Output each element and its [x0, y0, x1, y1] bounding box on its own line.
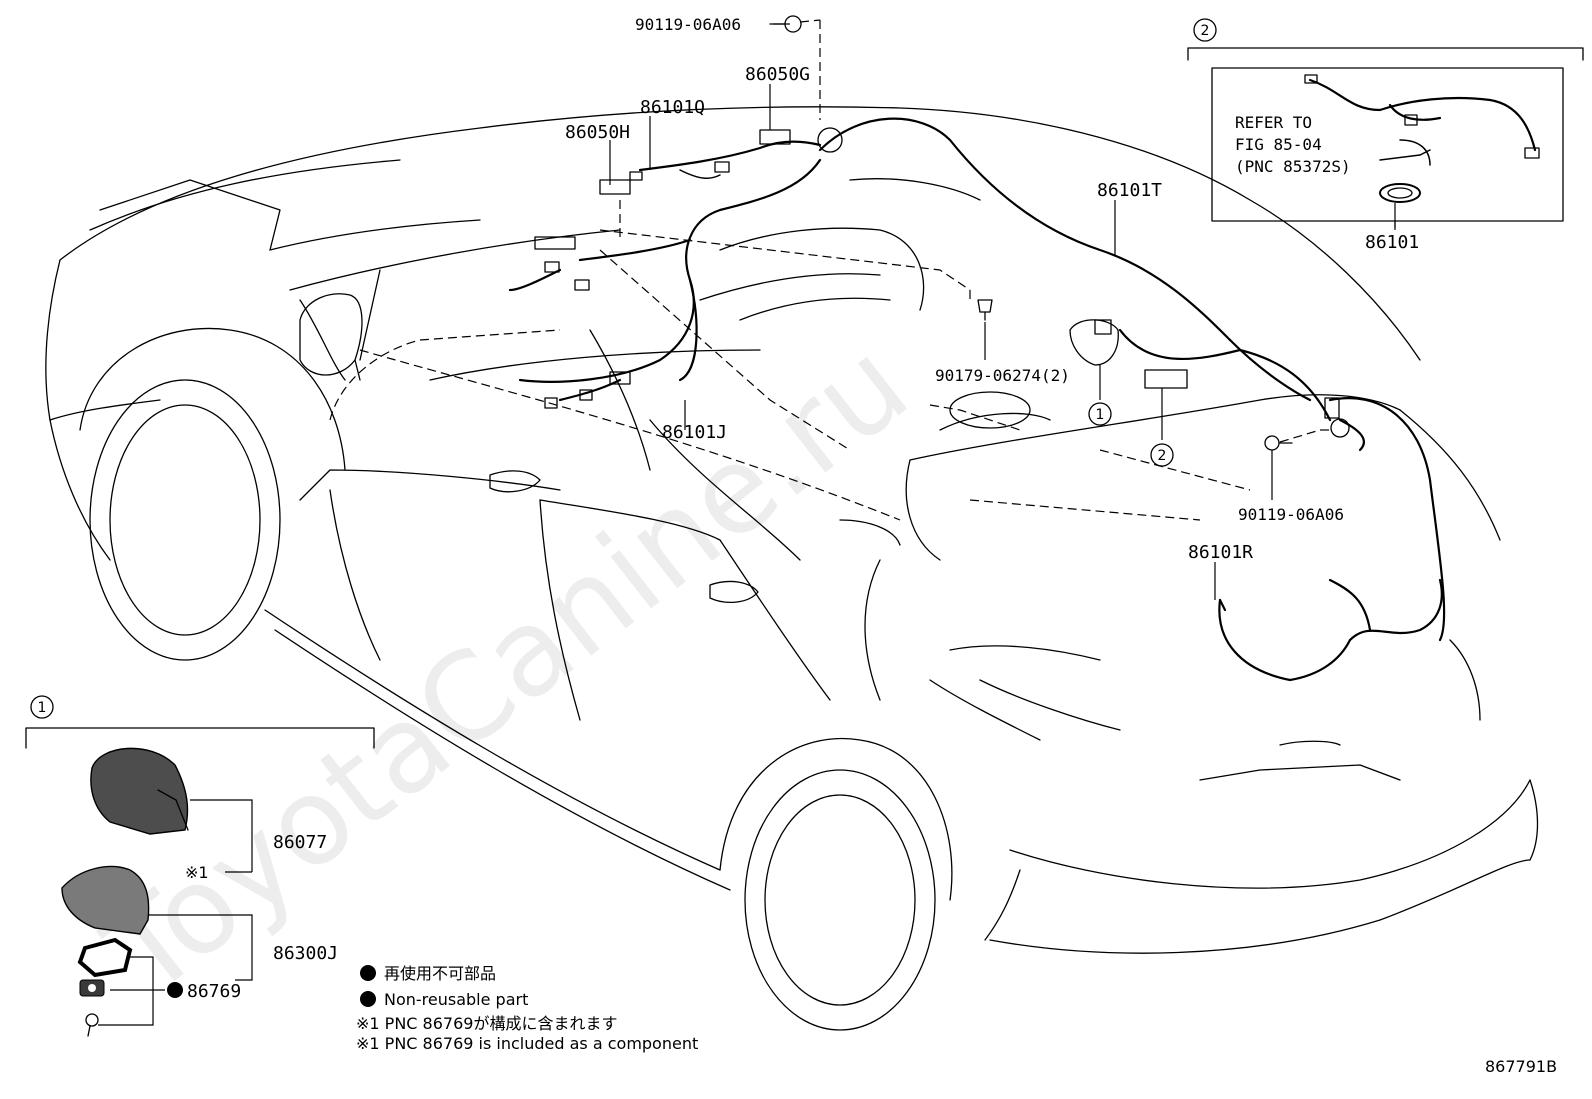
antenna-base-icon — [61, 865, 150, 935]
refer-line-3: (PNC 85372S) — [1235, 157, 1351, 176]
legend-en-nonreusable: Non-reusable part — [384, 990, 528, 1009]
legend-dot-icon-2 — [360, 991, 376, 1007]
svg-text:1: 1 — [1096, 407, 1105, 423]
non-reusable-dot-icon — [167, 982, 183, 998]
label-86101R: 86101R — [1188, 542, 1253, 563]
legend-dot-icon — [360, 965, 376, 981]
svg-text:2: 2 — [1158, 448, 1167, 464]
refer-line-1: REFER TO — [1235, 113, 1312, 132]
refer-line-2: FIG 85-04 — [1235, 135, 1322, 154]
svg-text:2: 2 — [1201, 23, 1210, 39]
note1-mark: ※1 — [185, 863, 209, 882]
label-86101T: 86101T — [1097, 180, 1162, 201]
wire-harness-86101T — [818, 117, 1446, 642]
svg-text:1: 1 — [38, 700, 47, 716]
label-86769: 86769 — [187, 981, 241, 1002]
label-86077: 86077 — [273, 832, 327, 853]
label-86101: 86101 — [1365, 232, 1419, 253]
label-clip: 90179-06274(2) — [935, 366, 1070, 385]
screw-icon — [85, 1013, 99, 1037]
label-86050G: 86050G — [745, 64, 810, 85]
legend-jp-nonreusable: 再使用不可部品 — [384, 964, 496, 983]
label-bolt-top: 90119-06A06 — [635, 15, 741, 34]
label-86300J: 86300J — [273, 943, 338, 964]
label-bolt-rear: 90119-06A06 — [1238, 505, 1344, 524]
wire-harness-86101J — [508, 158, 822, 402]
inset-2: 2 REFER TO FIG 85-04 (PNC 85372S) 86101 — [1187, 18, 1584, 253]
gasket-icon — [77, 937, 133, 978]
legend: 再使用不可部品 Non-reusable part ※1 PNC 86769が構… — [356, 964, 698, 1053]
antenna-cover-icon — [90, 747, 189, 835]
nut-icon — [79, 979, 105, 997]
clip-icon — [977, 299, 993, 321]
legend-en-note1: ※1 PNC 86769 is included as a component — [356, 1034, 698, 1053]
bolt-rear-icon — [1264, 435, 1293, 451]
legend-jp-note1: ※1 PNC 86769が構成に含まれます — [356, 1014, 617, 1033]
label-86101J: 86101J — [662, 422, 727, 443]
wire-harness-86101R — [1218, 578, 1443, 682]
car-body-illustration — [45, 19, 1539, 1031]
callout-2-on-car: 2 — [1150, 443, 1174, 467]
inset-1: 1 86077 ※1 86300J 86769 — [25, 695, 375, 1037]
watermark: ToyotaCanine.ru — [81, 315, 933, 1023]
wire-harness-86101Q — [638, 140, 822, 180]
label-86101Q: 86101Q — [640, 97, 705, 118]
connectors — [534, 127, 1350, 438]
leader-lines — [609, 23, 1396, 600]
diagram-id: 867791B — [1485, 1057, 1557, 1076]
callout-1-on-car: 1 — [1088, 402, 1112, 426]
label-86050H: 86050H — [565, 122, 630, 143]
